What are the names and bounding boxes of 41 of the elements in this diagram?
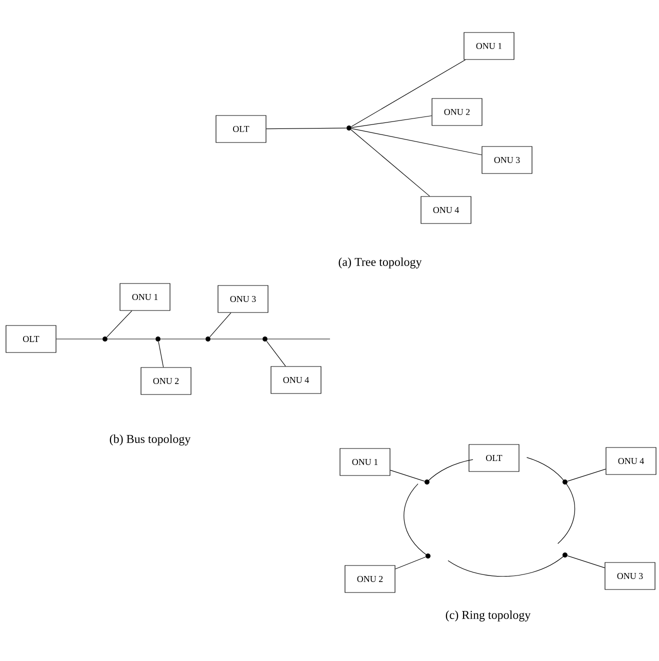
label-box: ONU 4 [270, 366, 322, 394]
label-box: OLT [468, 444, 520, 472]
label-box: ONU 1 [464, 32, 514, 60]
caption: (a) Tree topology [338, 258, 422, 268]
label-box: ONU 3 [604, 562, 656, 590]
connector-line [558, 482, 576, 544]
connector-line [567, 556, 605, 568]
label-box: ONU 1 [340, 448, 390, 476]
connector-line [210, 338, 263, 340]
connector-line [351, 60, 466, 127]
label-box: ONU 1 [120, 283, 170, 311]
connector-line [448, 554, 566, 577]
connector-line [395, 556, 426, 570]
connector-line [526, 457, 566, 482]
label-box: ONU 2 [344, 565, 396, 593]
connector-line [107, 338, 156, 340]
connector-line [351, 115, 432, 128]
connector-line [106, 310, 132, 338]
connector-line [266, 128, 347, 130]
connector-line [567, 468, 606, 482]
label-box: ONU 4 [420, 196, 472, 224]
connector-line [350, 129, 430, 196]
label-box: ONU 2 [432, 98, 482, 126]
caption: (c) Ring topology [446, 610, 531, 622]
label-box: OLT [216, 115, 266, 143]
label-box: ONU 3 [218, 285, 268, 313]
connector-line [266, 340, 286, 366]
connector-line [426, 459, 474, 482]
connector-line [209, 312, 232, 338]
connector-line [160, 338, 206, 340]
label-box: ONU 3 [482, 146, 532, 174]
caption: (b) Bus topology [110, 434, 191, 446]
label-box: OLT [6, 325, 56, 353]
label-box: ONU 4 [606, 447, 656, 475]
connector-line [404, 484, 428, 556]
connector-line [56, 338, 103, 340]
label-box: ONU 2 [140, 367, 192, 395]
connector-line [390, 470, 425, 482]
connector-line [267, 338, 330, 340]
connector-line [158, 341, 164, 368]
connector-line [351, 128, 482, 156]
